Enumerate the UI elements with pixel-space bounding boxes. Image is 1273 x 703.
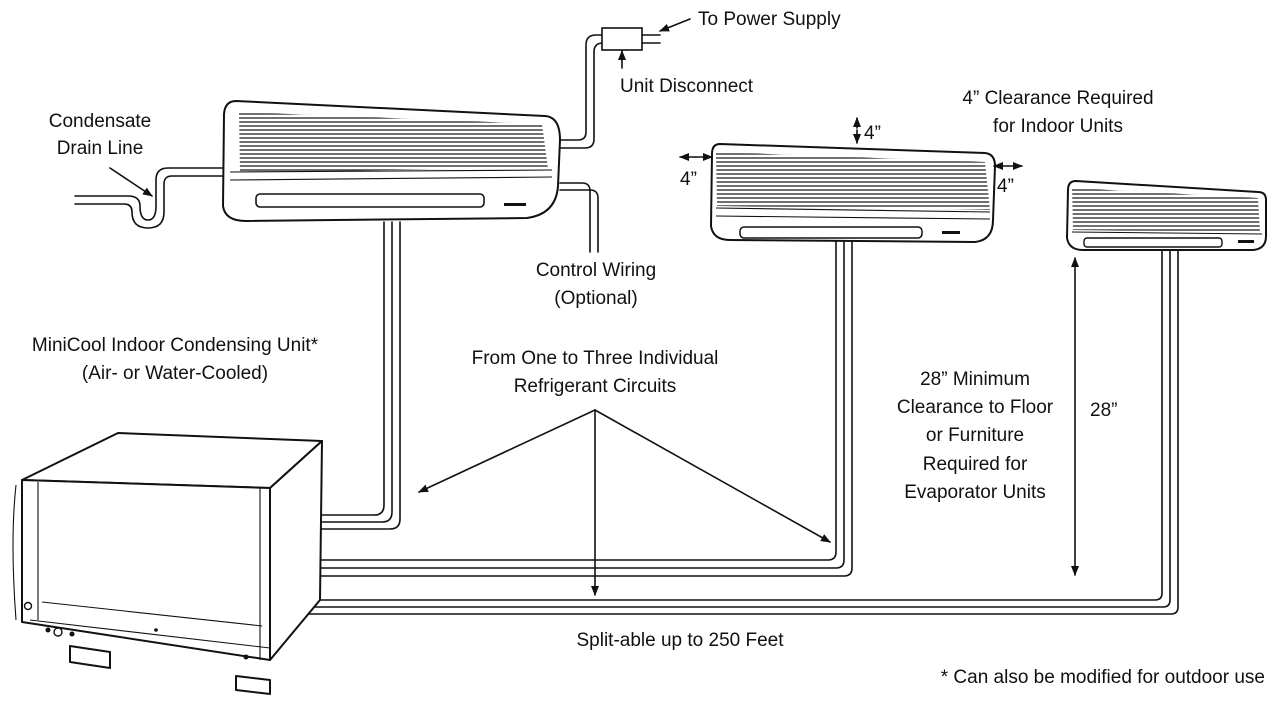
indoor-unit-large — [222, 100, 561, 222]
power-supply-label: To Power Supply — [698, 9, 841, 30]
min-clearance-label-line3: or Furniture — [926, 425, 1024, 446]
condensate-label-line2: Drain Line — [57, 138, 144, 159]
power-wiring — [554, 27, 661, 149]
min-clearance-label-line5: Evaporator Units — [904, 482, 1046, 503]
min-clearance-label-line4: Required for — [923, 454, 1028, 475]
control-wiring-label-line2: (Optional) — [554, 288, 637, 309]
min-clearance-label-line2: Clearance to Floor — [897, 397, 1054, 418]
circuits-label-line1: From One to Three Individual — [472, 348, 719, 369]
condensing-unit — [12, 432, 323, 695]
indoor-unit-middle — [710, 143, 996, 243]
control-wiring — [559, 182, 599, 253]
indoor-clearance-label-line1: 4” Clearance Required — [962, 88, 1153, 109]
control-wiring-label-line1: Control Wiring — [536, 260, 656, 281]
unit-disconnect-label: Unit Disconnect — [620, 76, 754, 97]
circuits-label-line2: Refrigerant Circuits — [514, 376, 677, 397]
min-clearance-label-line1: 28” Minimum — [920, 369, 1030, 390]
leader-arrows — [109, 18, 831, 596]
condensing-unit-label-line2: (Air- or Water-Cooled) — [82, 363, 268, 384]
condensate-drain-line — [74, 167, 223, 229]
footnote: * Can also be modified for outdoor use — [941, 667, 1265, 688]
clearance-left-dim: 4” — [680, 169, 697, 190]
dim-28-label: 28” — [1090, 400, 1117, 421]
condensing-unit-label-line1: MiniCool Indoor Condensing Unit* — [32, 335, 319, 356]
clearance-right-dim: 4” — [997, 176, 1014, 197]
unit-disconnect-box — [601, 27, 643, 51]
indoor-unit-small — [1066, 180, 1267, 251]
labels: To Power Supply Unit Disconnect Condensa… — [32, 9, 1265, 688]
clearance-top-dim: 4” — [864, 123, 881, 144]
refrigerant-lines — [287, 221, 1179, 615]
splitable-label: Split-able up to 250 Feet — [576, 630, 784, 651]
condensate-label-line1: Condensate — [49, 111, 151, 132]
clearance-arrows — [679, 117, 1079, 576]
indoor-clearance-label-line2: for Indoor Units — [993, 116, 1123, 137]
